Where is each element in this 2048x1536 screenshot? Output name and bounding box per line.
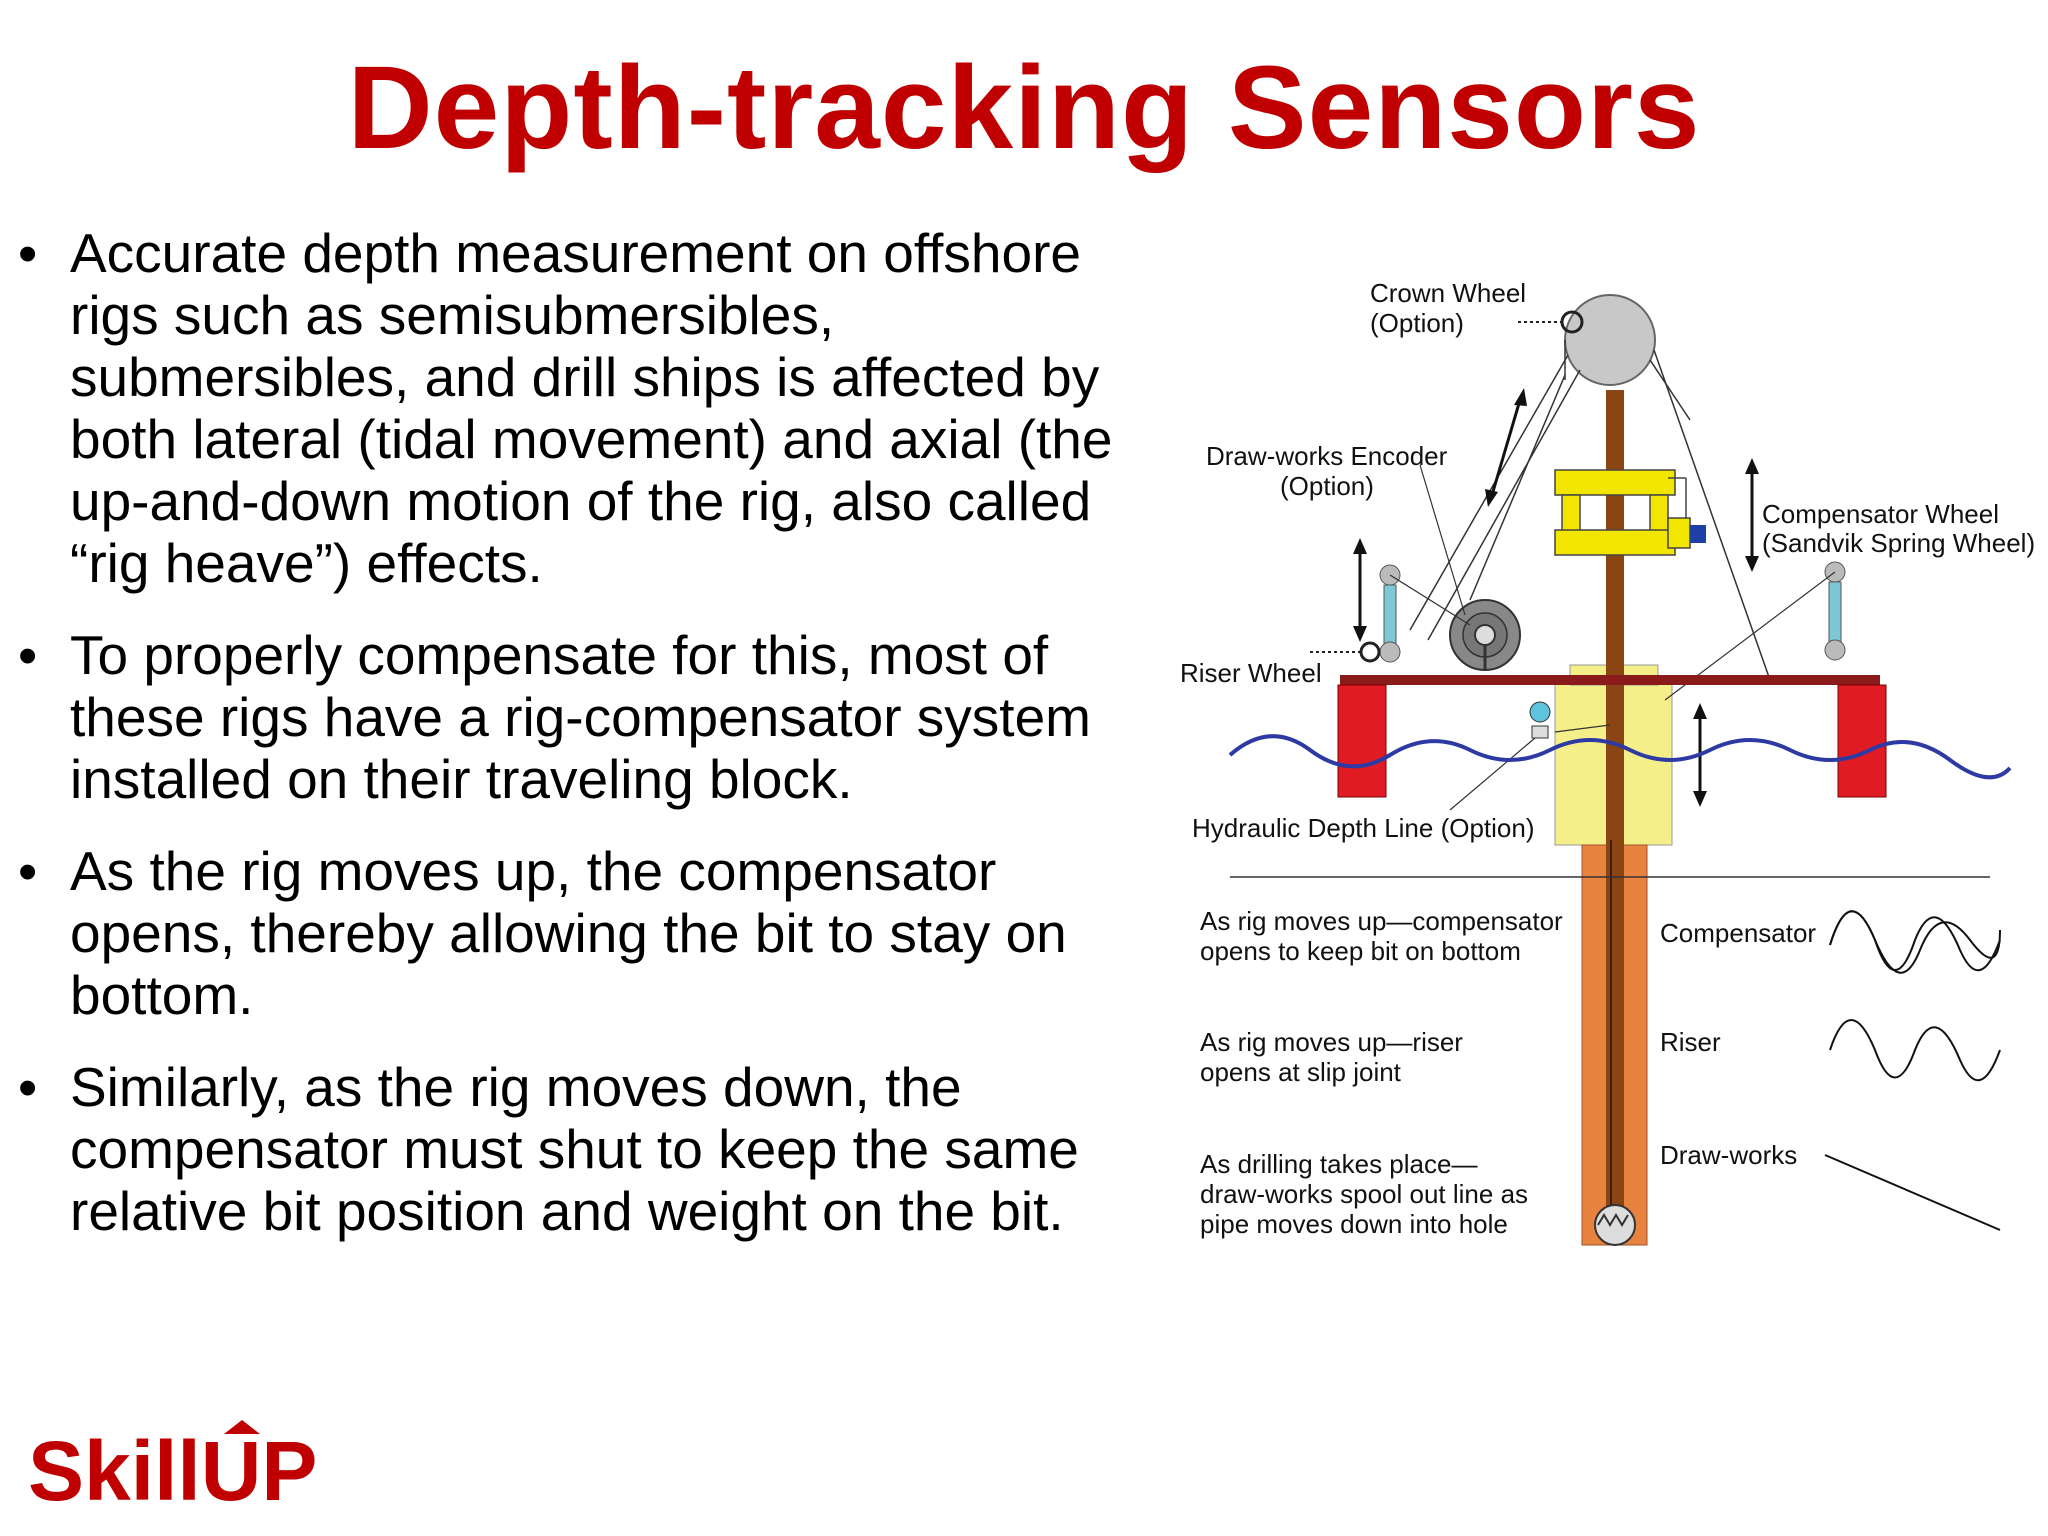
- encoder-label: Draw-works Encoder: [1206, 441, 1448, 471]
- rig-compensator-diagram: Crown Wheel (Option) Draw-works Encoder …: [1180, 278, 2035, 1246]
- skillup-logo: SkillUP: [28, 1420, 317, 1510]
- crown-wheel-label: Crown Wheel: [1370, 278, 1526, 308]
- legend-riser-line2: opens at slip joint: [1200, 1057, 1402, 1087]
- legend-comp-line1: As rig moves up—compensator: [1200, 906, 1563, 936]
- legend-comp-line2: opens to keep bit on bottom: [1200, 936, 1521, 966]
- legend-dw-line1: As drilling takes place—: [1200, 1149, 1477, 1179]
- riser-wave-icon: [1829, 1019, 2001, 1081]
- bullet-item: • Similarly, as the rig moves down, the c…: [18, 1056, 1128, 1242]
- legend-dw-line2: draw-works spool out line as: [1200, 1179, 1528, 1209]
- legend-dw-line3: pipe moves down into hole: [1200, 1209, 1508, 1239]
- compensator-wheel-sub: (Sandvik Spring Wheel): [1762, 528, 2035, 558]
- legend-comp-label: Compensator: [1660, 918, 1816, 948]
- bullet-item: • To properly compensate for this, most o…: [18, 624, 1128, 810]
- logo-text: SkillUP: [28, 1424, 317, 1510]
- bullet-text: Similarly, as the rig moves down, the co…: [70, 1056, 1079, 1242]
- bullet-item: • Accurate depth measurement on offshore …: [18, 222, 1128, 594]
- platform-deck: [1340, 675, 1880, 685]
- drawworks-drum: [1449, 599, 1521, 671]
- legend-dw-label: Draw-works: [1660, 1140, 1797, 1170]
- logo-arrow-icon: [224, 1420, 260, 1434]
- traveling-block: [1554, 469, 1706, 556]
- bullet-item: • As the rig moves up, the compensator op…: [18, 840, 1128, 1026]
- legend-riser-label: Riser: [1660, 1027, 1721, 1057]
- right-pontoon: [1837, 684, 1887, 798]
- drill-bit-icon: [1594, 1204, 1636, 1246]
- crown-sensor-icon: [1518, 310, 1584, 334]
- bullet-text: As the rig moves up, the compensator ope…: [70, 840, 1067, 1026]
- bullet-dot-icon: •: [18, 840, 38, 902]
- legend-riser-line1: As rig moves up—riser: [1200, 1027, 1463, 1057]
- block-travel-arrow-icon: [1485, 388, 1527, 507]
- hydraulic-label: Hydraulic Depth Line (Option): [1192, 813, 1535, 843]
- riser-arrow-icon: [1353, 538, 1367, 642]
- left-pontoon: [1337, 684, 1387, 798]
- riser-wheel-label: Riser Wheel: [1180, 658, 1322, 688]
- bullet-text: To properly compensate for this, most of…: [70, 624, 1091, 810]
- bullet-dot-icon: •: [18, 624, 38, 686]
- bullet-list: • Accurate depth measurement on offshore …: [18, 222, 1128, 1272]
- compensator-arrow-icon: [1745, 458, 1759, 572]
- slide-title: Depth-tracking Sensors: [347, 42, 1701, 174]
- drill-string: [1606, 390, 1624, 1220]
- drawworks-line-icon: [1824, 1154, 2001, 1231]
- sea-wave: [1228, 734, 2012, 780]
- bullet-dot-icon: •: [18, 1056, 38, 1118]
- bullet-dot-icon: •: [18, 222, 38, 284]
- hydraulic-sensor-icon: [1529, 701, 1551, 739]
- encoder-option: (Option): [1280, 471, 1374, 501]
- riser-sensor-icon: [1310, 641, 1381, 663]
- compensator-wheel-label: Compensator Wheel: [1762, 499, 1999, 529]
- bullet-text: Accurate depth measurement on offshore r…: [70, 222, 1113, 594]
- crown-wheel-option: (Option): [1370, 308, 1464, 338]
